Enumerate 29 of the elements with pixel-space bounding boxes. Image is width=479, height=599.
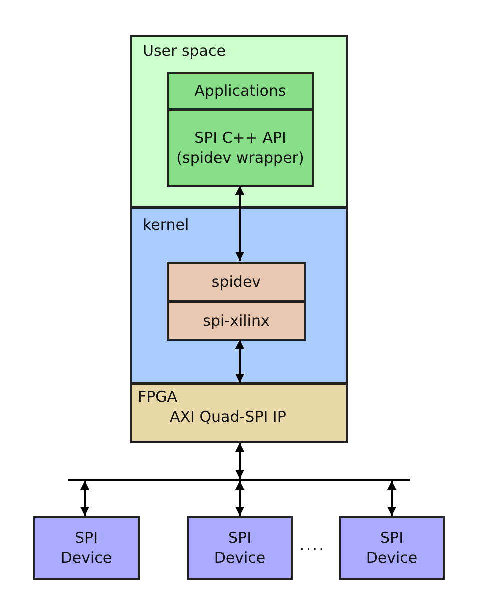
bus-line [68,479,410,481]
double-arrow [388,481,396,516]
double-arrow [236,443,244,479]
double-arrow [236,186,244,261]
ellipsis-text: .... [300,537,326,556]
device-box [33,516,140,580]
box-label: SPI Device [213,528,267,568]
band-label: FPGA [138,388,178,406]
double-arrow [236,481,244,516]
box-label: spi-xilinx [202,311,271,331]
process-box [167,301,306,341]
process-box [167,72,314,110]
device-box [187,516,293,580]
box-label: SPI Device [365,528,419,568]
process-box [167,109,314,187]
band-label: User space [143,42,226,60]
kernel-band [130,207,348,384]
fpga-band [130,383,348,443]
box-label: SPI C++ API (spidev wrapper) [176,128,306,168]
process-box [167,262,306,302]
device-box [339,516,445,580]
double-arrow [236,340,244,383]
user-space-band [130,35,348,208]
box-label: Applications [194,81,288,101]
box-label: spidev [210,272,262,292]
block-label: AXI Quad-SPI IP [170,408,286,426]
box-label: SPI Device [60,528,114,568]
band-label: kernel [143,216,190,234]
double-arrow [80,481,90,516]
